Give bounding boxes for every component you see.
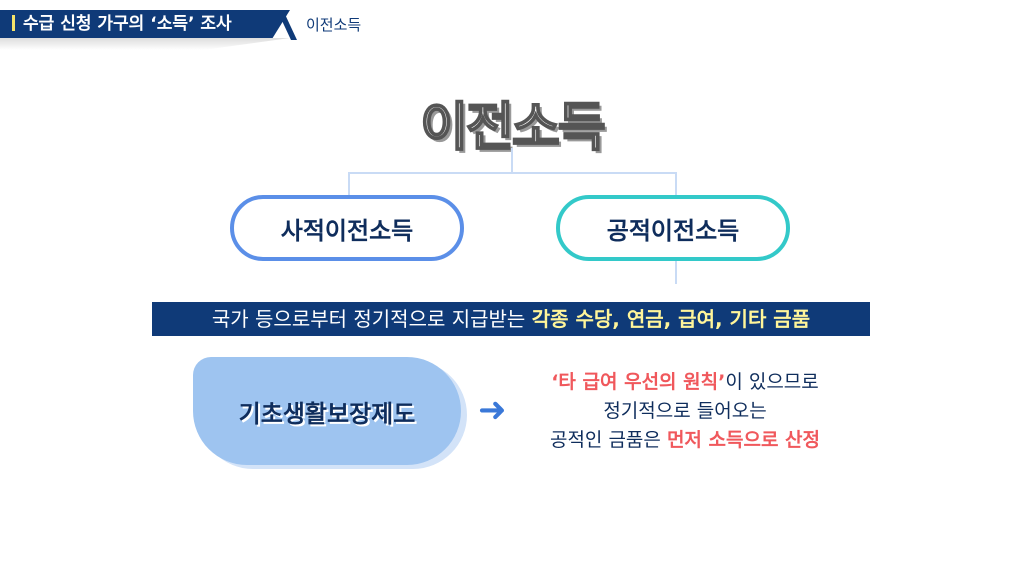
definition-highlight: 각종 수당, 연금, 급여, 기타 금품	[531, 307, 811, 331]
program-label: 기초생활보장제도	[238, 399, 416, 428]
arrow-right-icon: ➜	[478, 390, 507, 430]
public-transfer-income: 공적이전소득	[556, 195, 790, 261]
definition-band: 국가 등으로부터 정기적으로 지급받는 각종 수당, 연금, 급여, 기타 금품	[152, 302, 870, 336]
desc-line3-highlight: 먼저 소득으로 산정	[666, 429, 821, 451]
definition-text: 국가 등으로부터 정기적으로 지급받는	[211, 307, 532, 331]
breadcrumb: 이전소득	[306, 16, 362, 34]
page-title: 이전소득	[419, 97, 606, 159]
program-box: 기초생활보장제도	[193, 357, 461, 465]
description: ‘타 급여 우선의 원칙’이 있으므로 정기적으로 들어오는 공적인 금품은 먼…	[520, 368, 850, 455]
header-accent-bar	[12, 15, 15, 31]
desc-line2: 정기적으로 들어오는	[603, 400, 767, 422]
connector	[348, 172, 350, 196]
principle-text: ‘타 급여 우선의 원칙’	[551, 371, 726, 393]
desc-line1: 이 있으므로	[725, 371, 819, 393]
desc-line3: 공적인 금품은	[549, 429, 667, 451]
connector	[675, 260, 677, 284]
section-header: 수급 신청 가구의 ‘소득’ 조사	[0, 10, 290, 38]
connector	[348, 172, 676, 174]
section-title: 수급 신청 가구의 ‘소득’ 조사	[23, 14, 232, 34]
private-transfer-income: 사적이전소득	[230, 195, 464, 261]
connector	[675, 172, 677, 196]
connector	[511, 148, 513, 172]
header-shadow	[0, 38, 290, 50]
